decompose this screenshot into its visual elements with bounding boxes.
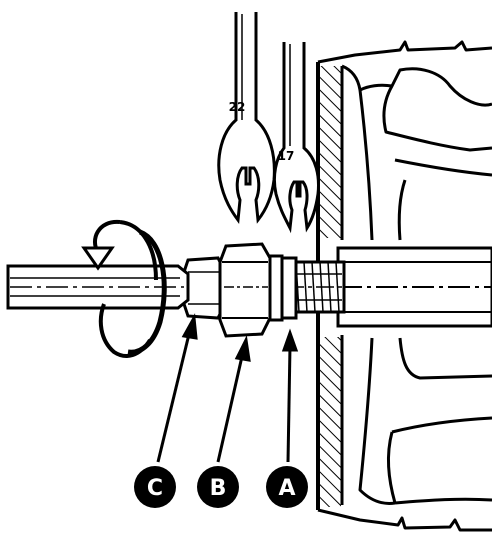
callout-a: A xyxy=(266,466,308,508)
washer-a xyxy=(268,254,298,322)
hex-nut-b xyxy=(218,242,272,338)
wrench-17-size-label: 17 xyxy=(278,149,295,163)
shaft-sleeve xyxy=(336,246,492,328)
wrench-22-icon xyxy=(217,12,276,224)
drive-shaft xyxy=(6,264,190,310)
rotation-arrow-icon xyxy=(81,219,167,358)
callout-b: B xyxy=(197,466,239,508)
callout-a-label: A xyxy=(278,476,295,501)
flange-hatching xyxy=(320,66,341,507)
callout-c: C xyxy=(134,466,176,508)
jam-nut-c xyxy=(182,256,226,320)
wrench-22-size-label: 22 xyxy=(229,100,246,114)
wrench-17-icon xyxy=(272,42,320,234)
leader-lines xyxy=(156,313,299,463)
callout-b-label: B xyxy=(210,476,227,501)
callout-c-label: C xyxy=(147,476,163,501)
